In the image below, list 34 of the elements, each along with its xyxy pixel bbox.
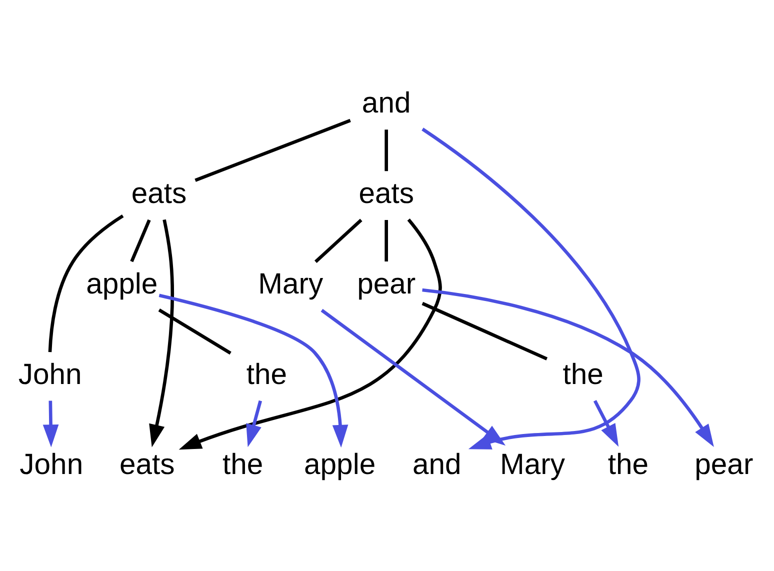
node-text: Mary (500, 448, 566, 481)
node-text: eats (358, 178, 414, 210)
node-text: and (412, 448, 462, 481)
connector (194, 118, 351, 182)
connector (158, 308, 232, 354)
connector (314, 218, 362, 263)
connector (130, 218, 151, 262)
node-text: and (362, 87, 411, 120)
node-text: the (562, 358, 604, 390)
node-text: apple (86, 268, 158, 300)
connector (422, 301, 548, 360)
node-text: the (608, 448, 649, 481)
node-text: the (246, 358, 288, 390)
arrow (593, 400, 619, 446)
connector (48, 214, 124, 352)
node-text: John (18, 358, 82, 390)
arrow (158, 293, 348, 448)
arrow (422, 127, 640, 449)
node-text: apple (304, 448, 376, 481)
connector (384, 129, 388, 171)
arrow (422, 288, 714, 446)
node-text: the (222, 448, 264, 481)
arrow (320, 308, 506, 446)
node-text: John (20, 448, 84, 481)
arrow (178, 218, 442, 450)
arrow (42, 400, 59, 447)
node-text: eats (119, 448, 175, 481)
node-text: eats (131, 178, 187, 210)
node-text: pear (357, 268, 416, 300)
arrow (149, 218, 174, 447)
node-text: Mary (258, 268, 324, 300)
arrow (246, 400, 262, 447)
node-text: pear (694, 448, 754, 481)
connector (384, 220, 388, 261)
